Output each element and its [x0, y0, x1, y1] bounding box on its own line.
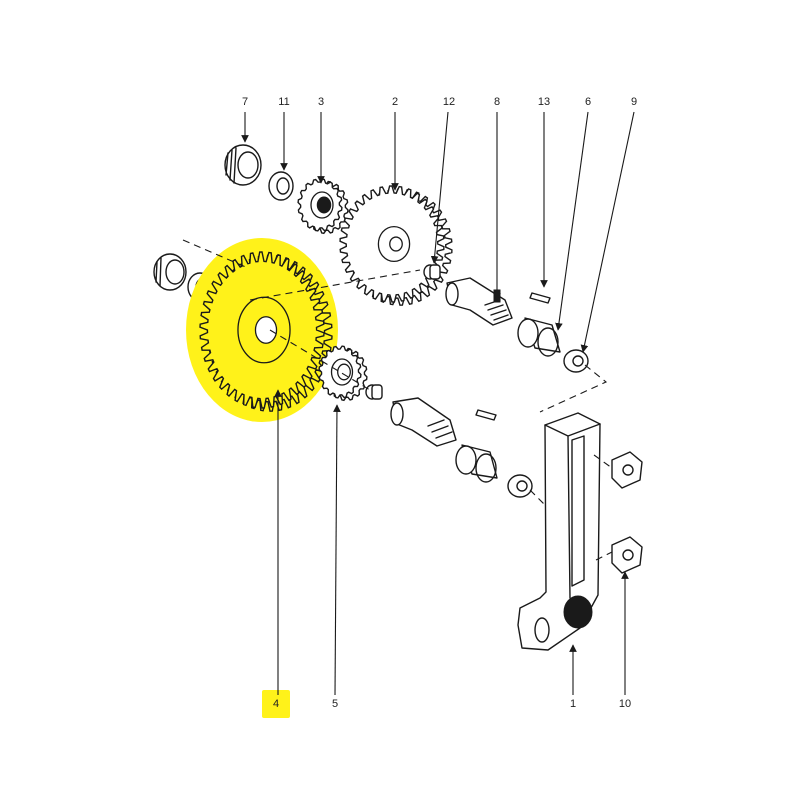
callout-13: 13: [537, 96, 551, 108]
callout-1: 1: [569, 698, 577, 710]
callout-7: 7: [241, 96, 249, 108]
lower-washer[interactable]: [507, 474, 533, 498]
lower-shaft[interactable]: [390, 397, 457, 447]
gear-bore: [254, 316, 278, 344]
part-3-small-gear[interactable]: [297, 178, 349, 235]
gear-bore: [389, 236, 403, 252]
lower-bushing[interactable]: [455, 444, 498, 483]
part-13-key[interactable]: [529, 292, 551, 304]
leader-lines: [241, 111, 635, 696]
callout-9: 9: [630, 96, 638, 108]
gear-bore: [316, 196, 332, 214]
part-12-pin[interactable]: [423, 264, 441, 280]
alignment-line: [269, 329, 371, 391]
callout-3: 3: [317, 96, 325, 108]
part-11-washer[interactable]: [268, 171, 294, 201]
alignment-line: [595, 551, 613, 561]
alignment-line: [593, 454, 613, 469]
part-6-bushing[interactable]: [517, 317, 561, 357]
callout-11: 11: [278, 96, 290, 108]
part-5-small-gear[interactable]: [318, 345, 368, 402]
callout-12: 12: [442, 96, 456, 108]
gear-bore: [337, 363, 351, 381]
part-1-bracket[interactable]: [517, 412, 601, 651]
callout-4: 4: [272, 698, 280, 710]
callout-6: 6: [584, 96, 592, 108]
lower-pin[interactable]: [365, 384, 383, 400]
knurled-nut-lower[interactable]: [153, 253, 187, 291]
callout-8: 8: [493, 96, 501, 108]
part-4-large-gear[interactable]: [186, 238, 338, 422]
part-10-square-nut-lower[interactable]: [611, 536, 643, 574]
gear-hub: [310, 191, 334, 219]
gear-hub: [377, 225, 411, 263]
part-7-knurled-nut[interactable]: [224, 144, 262, 186]
callout-10: 10: [618, 698, 632, 710]
highlight-label-background: [262, 690, 290, 718]
callout-2: 2: [391, 96, 399, 108]
part-10-square-nut-upper[interactable]: [611, 451, 643, 489]
part-9-washer[interactable]: [563, 349, 589, 373]
alignment-line: [249, 269, 421, 301]
gear-hub: [330, 358, 354, 386]
callout-5: 5: [331, 698, 339, 710]
part-8-shaft[interactable]: [445, 277, 513, 326]
alignment-line: [529, 489, 546, 506]
alignment-line: [539, 364, 608, 413]
lower-key[interactable]: [475, 409, 497, 421]
